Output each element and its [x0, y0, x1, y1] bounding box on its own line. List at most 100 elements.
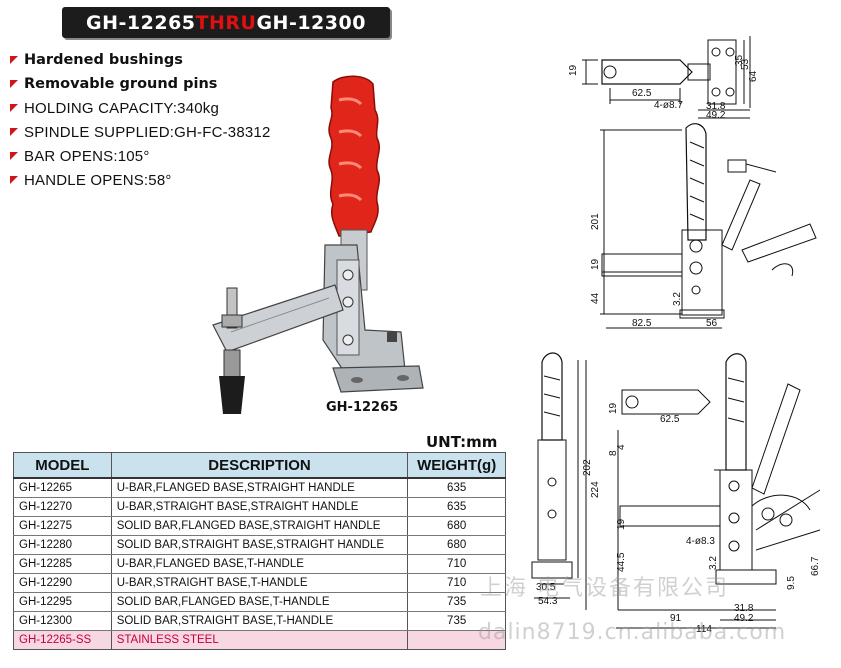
title-model-start: GH-12265 [86, 11, 196, 34]
cell-weight: 680 [407, 516, 506, 536]
dim-tside-91: 91 [670, 613, 682, 624]
cell-description: SOLID BAR,STRAIGHT BASE,STRAIGHT HANDLE [110, 535, 409, 555]
dim-front-30-5: 30.5 [536, 582, 556, 593]
table-header-row: MODEL DESCRIPTION WEIGHT(g) [13, 452, 506, 479]
cell-model: GH-12270 [13, 497, 112, 517]
dim-tside-8: 8 [608, 450, 619, 456]
red-triangle-bullet-icon [10, 56, 18, 64]
dim-tside-9-5: 9.5 [786, 576, 797, 590]
cell-description: STAINLESS STEEL [110, 630, 409, 650]
cell-model: GH-12295 [13, 592, 112, 612]
cell-description: SOLID BAR,FLANGED BASE,STRAIGHT HANDLE [110, 516, 409, 536]
column-header-weight: WEIGHT(g) [407, 452, 506, 479]
cell-description: SOLID BAR,STRAIGHT BASE,T-HANDLE [110, 611, 409, 631]
red-triangle-bullet-icon [10, 128, 18, 136]
red-handle-grip [328, 75, 380, 237]
dim-side-56: 56 [706, 318, 718, 329]
cell-description: U-BAR,FLANGED BASE,STRAIGHT HANDLE [110, 478, 409, 498]
dim-tside-4: 4 [616, 444, 627, 450]
watermark-url: dalin8719.cn.alibaba.com [478, 620, 787, 645]
dim-top-35: 35 [734, 54, 745, 66]
cell-model: GH-12290 [13, 573, 112, 593]
cell-description: SOLID BAR,FLANGED BASE,T-HANDLE [110, 592, 409, 612]
dim-side-201: 201 [590, 213, 601, 230]
feature-text: Removable ground pins [24, 76, 218, 92]
toggle-clamp-product-photo [212, 75, 424, 414]
dim-tside-31-8: 31.8 [734, 603, 754, 614]
dim-tside-44-5: 44.5 [616, 552, 627, 572]
red-triangle-bullet-icon [10, 176, 18, 184]
cell-description: U-BAR,STRAIGHT BASE,STRAIGHT HANDLE [110, 497, 409, 517]
cell-weight: 710 [407, 573, 506, 593]
dim-front-224: 224 [590, 481, 601, 498]
dim-tside-3-2: 3.2 [708, 556, 719, 570]
cell-weight: 680 [407, 535, 506, 555]
top-view-drawing [582, 36, 751, 119]
cell-weight: 635 [407, 478, 506, 498]
feature-text: Hardened bushings [24, 52, 183, 68]
dim-tside-19b: 19 [616, 518, 627, 530]
cell-model: GH-12275 [13, 516, 112, 536]
feature-list: Hardened bushings Removable ground pins … [10, 48, 271, 192]
photo-model-label: GH-12265 [326, 400, 399, 415]
column-header-description: DESCRIPTION [110, 452, 409, 479]
cell-model: GH-12285 [13, 554, 112, 574]
cell-model: GH-12300 [13, 611, 112, 631]
title-model-end: GH-12300 [256, 11, 366, 34]
dim-tside-49-2: 49.2 [734, 613, 754, 624]
dim-front-202: 202 [582, 459, 593, 476]
feature-item: Hardened bushings [10, 48, 271, 72]
dim-side-19: 19 [590, 258, 601, 270]
title-thru: THRU [195, 11, 257, 34]
cell-model: GH-12280 [13, 535, 112, 555]
unit-label: UNT:mm [426, 433, 498, 451]
cell-weight: 735 [407, 592, 506, 612]
product-title-banner: GH-12265 THRU GH-12300 [62, 7, 390, 38]
watermark-company: 上海 电气设备有限公司 [480, 576, 729, 601]
red-triangle-bullet-icon [10, 152, 18, 160]
cell-weight [407, 630, 506, 650]
dim-tside-62-5: 62.5 [660, 414, 680, 425]
dim-tside-hole: 4-ø8.3 [686, 536, 715, 547]
dim-top-53: 53 [740, 58, 751, 70]
front-view-drawing [531, 352, 587, 610]
feature-item: SPINDLE SUPPLIED:GH-FC-38312 [10, 120, 271, 144]
red-triangle-bullet-icon [10, 104, 18, 112]
cell-description: U-BAR,FLANGED BASE,T-HANDLE [110, 554, 409, 574]
t-handle-side-view-drawing [616, 353, 821, 629]
dim-front-54-3: 54.3 [538, 596, 558, 607]
red-triangle-bullet-icon [10, 80, 18, 88]
dim-side-82-5: 82.5 [632, 318, 652, 329]
feature-item: Removable ground pins [10, 72, 271, 96]
dim-side-44: 44 [590, 292, 601, 304]
dim-top-62-5: 62.5 [632, 88, 652, 99]
feature-text: SPINDLE SUPPLIED:GH-FC-38312 [24, 123, 271, 141]
cell-weight: 735 [407, 611, 506, 631]
feature-text: BAR OPENS:105° [24, 147, 150, 165]
dim-top-19: 19 [568, 64, 579, 76]
dim-tside-19a: 19 [608, 402, 619, 414]
feature-text: HOLDING CAPACITY:340kg [24, 99, 220, 117]
feature-text: HANDLE OPENS:58° [24, 171, 172, 189]
feature-item: HANDLE OPENS:58° [10, 168, 271, 192]
dim-tside-114: 114 [696, 624, 712, 635]
cell-model: GH-12265-SS [13, 630, 112, 650]
cell-description: U-BAR,STRAIGHT BASE,T-HANDLE [110, 573, 409, 593]
dim-top-hole: 4-ø8.7 [654, 100, 683, 111]
dim-top-49-2: 49.2 [706, 110, 726, 121]
cell-weight: 710 [407, 554, 506, 574]
cell-weight: 635 [407, 497, 506, 517]
dim-side-3-2: 3.2 [672, 292, 683, 306]
column-header-model: MODEL [13, 452, 112, 479]
dim-tside-66-7: 66.7 [810, 556, 821, 576]
feature-item: HOLDING CAPACITY:340kg [10, 96, 271, 120]
